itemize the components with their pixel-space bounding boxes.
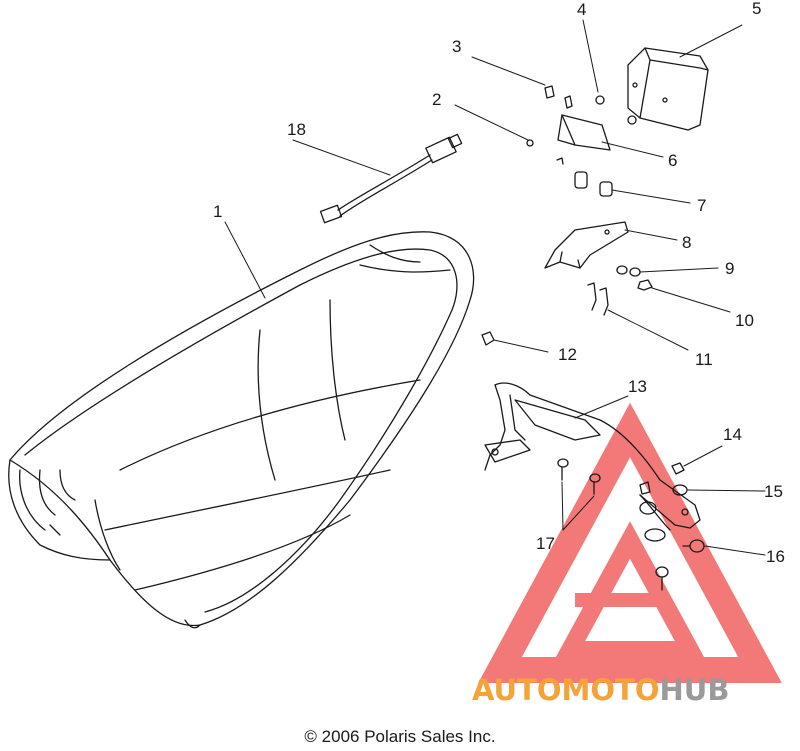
grab-handle-part xyxy=(484,382,701,531)
callout-7: 7 xyxy=(697,196,706,215)
watermark-logo xyxy=(478,402,782,683)
callout-15: 15 xyxy=(764,482,783,501)
watermark-auto: AUTO xyxy=(472,673,562,707)
tail-light-part xyxy=(627,47,709,131)
callout-4: 4 xyxy=(577,0,586,19)
fastener-parts xyxy=(481,265,653,346)
grommet-part xyxy=(574,171,613,197)
watermark-text: AUTOMOTOHUB xyxy=(472,673,729,707)
screw-parts-17 xyxy=(557,458,601,495)
callout-18: 18 xyxy=(287,120,306,139)
copyright-text: © 2006 Polaris Sales Inc. xyxy=(304,727,496,746)
callout-11: 11 xyxy=(695,350,713,369)
callout-5: 5 xyxy=(752,0,761,18)
callout-6: 6 xyxy=(668,151,677,170)
mount-plate-part xyxy=(544,221,629,269)
callout-2: 2 xyxy=(432,90,441,109)
callout-1: 1 xyxy=(213,202,222,221)
callout-17: 17 xyxy=(536,534,555,553)
callout-12: 12 xyxy=(558,345,577,364)
watermark-moto: MOTO xyxy=(562,673,660,707)
callout-14: 14 xyxy=(723,425,742,444)
callout-3: 3 xyxy=(452,37,461,56)
bolt-parts xyxy=(639,462,705,591)
callout-9: 9 xyxy=(725,259,734,278)
seat-part xyxy=(8,231,475,629)
bracket-part xyxy=(526,85,637,165)
leader-lines xyxy=(224,19,766,556)
callout-13: 13 xyxy=(628,377,647,396)
wire-harness-part xyxy=(319,133,463,224)
watermark-hub: HUB xyxy=(660,673,730,707)
callout-10: 10 xyxy=(735,311,754,330)
callout-8: 8 xyxy=(682,233,691,252)
callout-numbers: 1 2 3 4 5 6 7 8 9 10 11 12 13 14 15 16 1… xyxy=(213,0,785,566)
callout-16: 16 xyxy=(766,547,785,566)
